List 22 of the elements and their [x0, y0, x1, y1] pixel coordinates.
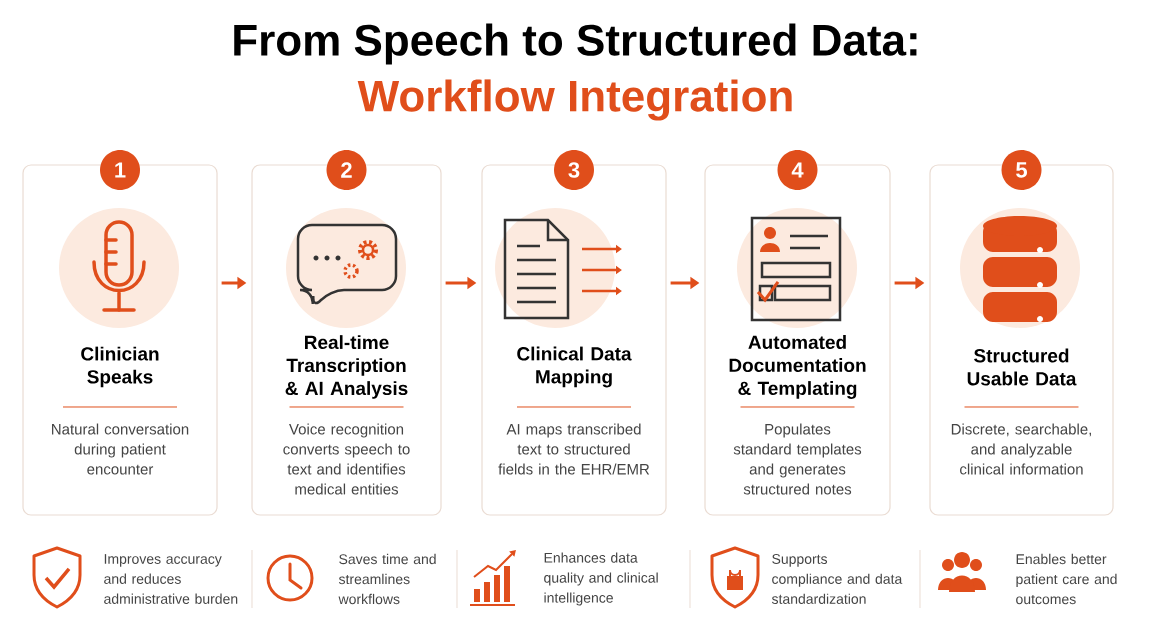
- title: From Speech to Structured Data:: [234, 23, 917, 65]
- step-title: Clinical Data Mapping: [517, 346, 632, 388]
- step-title: Automated Documentation & Templating: [729, 335, 866, 399]
- benefit-text: Saves time and streamlines workflows: [338, 553, 436, 605]
- step-number: 5: [1001, 150, 1042, 190]
- step-title: Clinician Speaks: [81, 346, 159, 388]
- step-title: Real-time Transcription & AI Analysis: [285, 335, 408, 399]
- benefit-text: Improves accuracy and reduces administrative burden: [104, 554, 238, 604]
- step-description: Populates standard templates and generates structured notes: [733, 423, 862, 495]
- step-number: 3: [554, 150, 594, 190]
- step-description: Natural conversation during patient encounter: [52, 423, 189, 475]
- step-number: 4: [777, 150, 818, 190]
- step-description: Voice recognition converts speech to text and identifies medical entities: [283, 423, 410, 495]
- benefit-text: Supports compliance and data standardization: [771, 554, 903, 604]
- benefit-text: Enhances data quality and clinical intelligence: [544, 552, 658, 606]
- benefit-text: Enables better patient care and outcomes: [1016, 553, 1117, 605]
- step-description: Discrete, searchable, and analyzable clinical information: [951, 423, 1091, 475]
- step-description: AI maps transcribed text to structured fields in the EHR/EMR: [498, 423, 650, 475]
- step-number: 1: [100, 150, 140, 190]
- subtitle: Workflow Integration: [357, 79, 792, 121]
- step-number: 2: [326, 150, 367, 190]
- step-title: Structured Usable Data: [967, 348, 1077, 386]
